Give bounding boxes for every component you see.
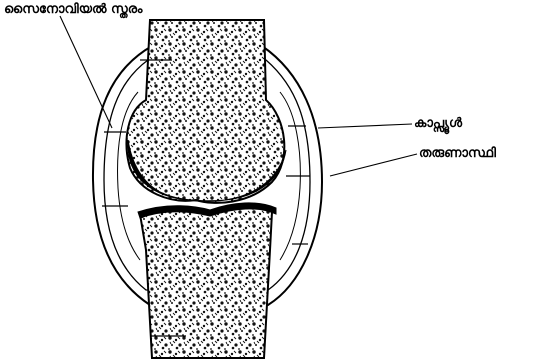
upper-bone <box>127 20 285 203</box>
leader-line-synovial-membrane <box>60 16 112 128</box>
label-synovial-membrane: സൈനോവിയൽ സ്തരം <box>4 3 142 16</box>
lower-bone <box>140 207 272 358</box>
leader-line-capsule <box>318 124 412 128</box>
leader-line-cartilage <box>330 154 417 176</box>
label-cartilage: തരുണാസ്ഥി <box>419 147 496 160</box>
label-capsule: കാപ്സ്യൂൾ <box>414 117 462 130</box>
